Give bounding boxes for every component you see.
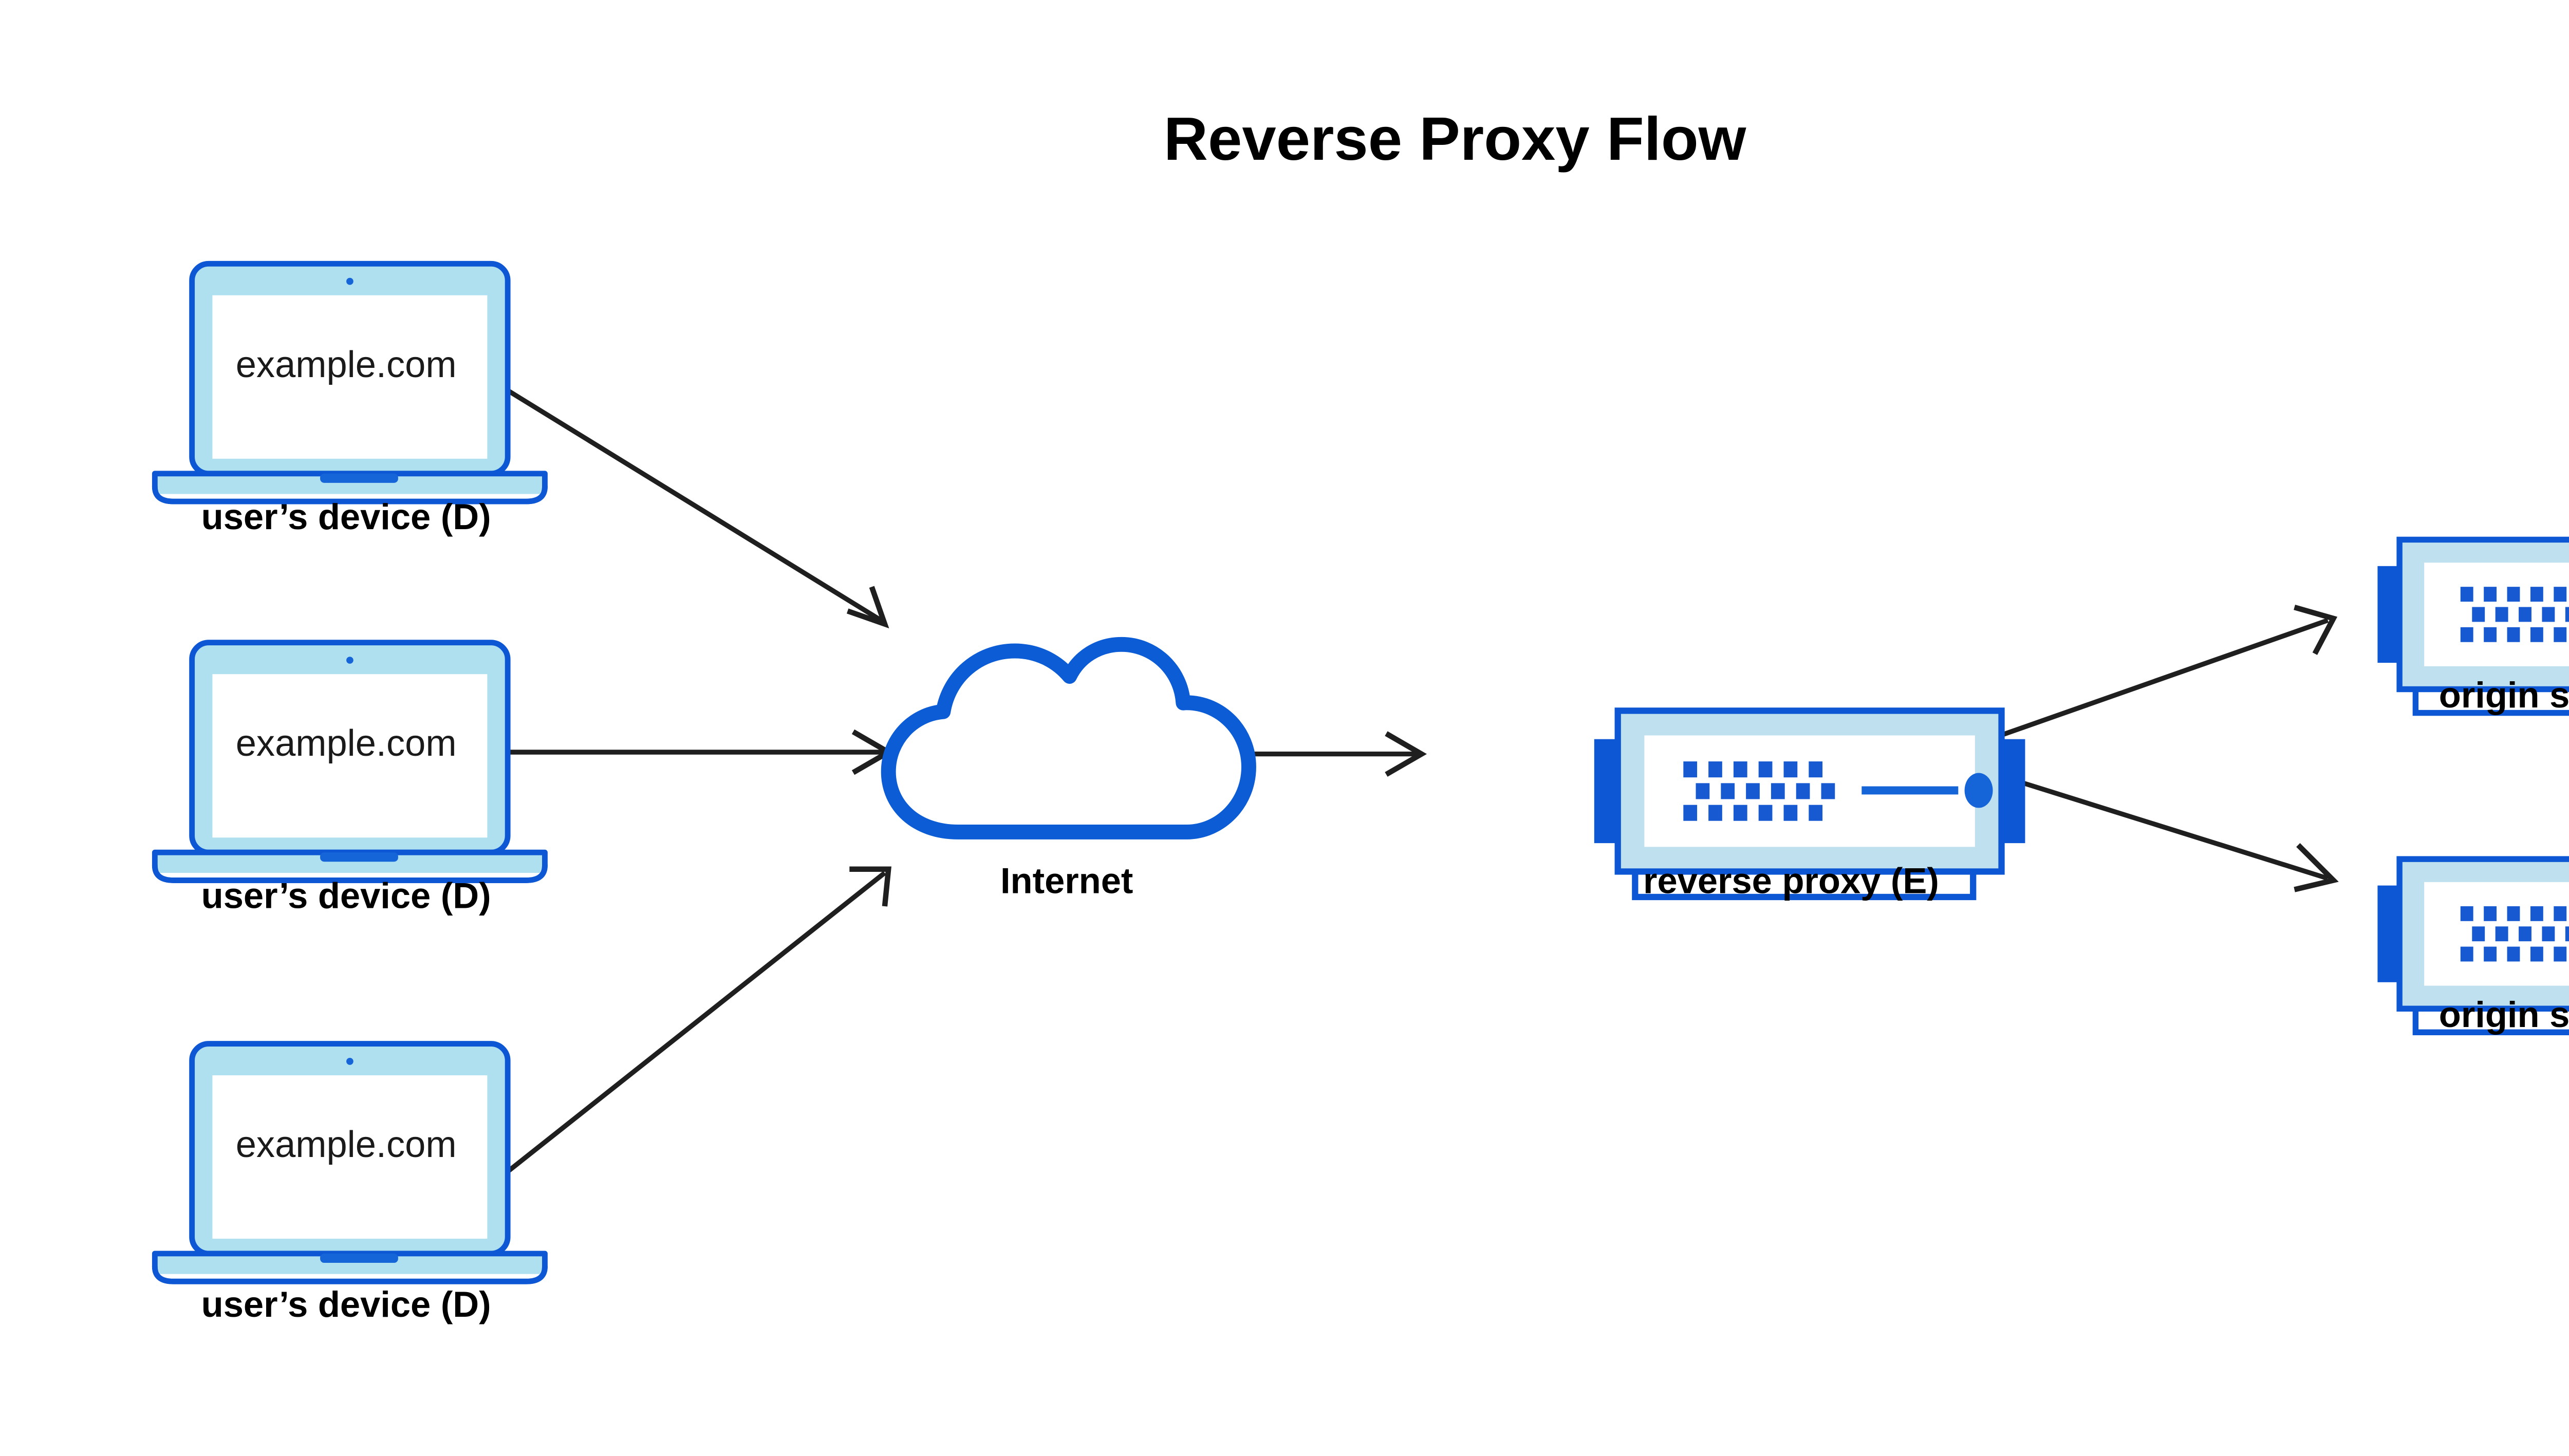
node-client-2[interactable]: example.com user’s device (D): [155, 643, 545, 916]
node-reverse-proxy[interactable]: reverse proxy (E): [1594, 711, 2025, 901]
node-internet[interactable]: Internet: [888, 644, 1249, 901]
origin-2-label: origin server (F): [2439, 994, 2569, 1035]
internet-label: Internet: [1000, 861, 1133, 901]
origin-1-label: origin server (F): [2439, 675, 2569, 715]
edge-proxy-to-origin1: [1989, 604, 2338, 742]
edge-client1-to-internet: [502, 386, 889, 629]
edge-internet-to-proxy: [1222, 731, 1427, 777]
node-origin-1[interactable]: origin server (F): [2377, 539, 2569, 715]
reverse-proxy-label: reverse proxy (E): [1643, 861, 1939, 901]
client-2-screen-text: example.com: [236, 723, 457, 764]
edge-proxy-to-origin2: [1989, 770, 2339, 892]
edge-layer: [498, 386, 2339, 1180]
client-3-screen-text: example.com: [236, 1124, 457, 1165]
edge-client2-to-internet: [506, 729, 894, 775]
cloud-icon: [888, 644, 1249, 832]
node-client-3[interactable]: example.com user’s device (D): [155, 1044, 545, 1324]
node-origin-2[interactable]: origin server (F): [2377, 859, 2569, 1035]
node-client-1[interactable]: example.com user’s device (D): [155, 264, 545, 537]
client-1-screen-text: example.com: [236, 344, 457, 385]
client-2-label: user’s device (D): [201, 875, 491, 916]
edge-client3-to-internet: [498, 866, 891, 1180]
client-1-label: user’s device (D): [201, 496, 491, 537]
page-title: Reverse Proxy Flow: [1164, 105, 1746, 173]
client-3-label: user’s device (D): [201, 1284, 491, 1324]
